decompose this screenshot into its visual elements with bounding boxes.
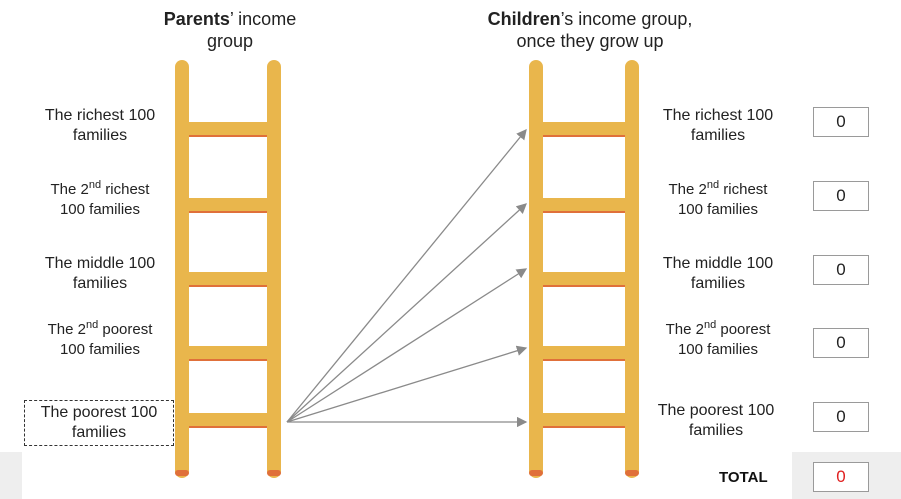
left-ladder-rung-2 (186, 198, 270, 212)
children-heading-line2: once they grow up (516, 31, 664, 51)
right-ladder-rung-4 (540, 346, 628, 360)
parents-ladder (175, 60, 281, 478)
value-input-poorest[interactable]: 0 (813, 402, 869, 432)
parents-heading-line2: group (206, 31, 254, 51)
value-input-middle[interactable]: 0 (813, 255, 869, 285)
left-ladder-rail-left (175, 60, 189, 478)
parents-heading-bold: Parents (163, 9, 230, 29)
children-heading-rest: ’s income group, (560, 9, 693, 29)
right-ladder-rung-3 (540, 272, 628, 286)
total-bar-left (0, 452, 22, 499)
right-label-richest: The richest 100 families (662, 107, 774, 144)
mobility-arrows (286, 128, 528, 428)
left-label-richest: The richest 100 families (44, 107, 156, 144)
right-ladder-rung-5 (540, 413, 628, 427)
children-heading-bold: Children (487, 9, 561, 29)
selected-parents-group[interactable] (24, 400, 174, 446)
right-ladder-rail-left (529, 60, 543, 478)
left-label-middle: The middle 100 families (44, 255, 156, 292)
left-ladder-rung-4 (186, 346, 270, 360)
right-label-middle: The middle 100 families (662, 255, 774, 292)
left-label-poorest[interactable]: The poorest 100 families (40, 404, 158, 441)
arrow-to-2nd-richest (286, 203, 527, 423)
value-input-2nd-richest[interactable]: 0 (813, 181, 869, 211)
left-ladder-rung-1 (186, 122, 270, 136)
parents-heading-rest: ’ income (229, 9, 297, 29)
left-ladder-rung-5 (186, 413, 270, 427)
left-ladder-rung-3 (186, 272, 270, 286)
arrow-to-richest (286, 128, 527, 423)
left-ladder-rail-right (267, 60, 281, 478)
total-value: 0 (813, 462, 869, 492)
right-ladder-rung-1 (540, 122, 628, 136)
value-input-richest[interactable]: 0 (813, 107, 869, 137)
left-label-2nd-richest: The 2nd richest 100 families (50, 179, 150, 219)
right-label-poorest: The poorest 100 families (657, 402, 775, 439)
value-input-2nd-poorest[interactable]: 0 (813, 328, 869, 358)
arrow-to-middle (286, 268, 528, 423)
right-label-2nd-richest: The 2nd richest 100 families (668, 179, 768, 219)
children-ladder (529, 60, 639, 478)
total-label: TOTAL (719, 469, 768, 486)
parents-heading: Parents’ income group (130, 8, 330, 52)
children-heading: Children’s income group, once they grow … (450, 8, 730, 52)
right-ladder-rail-right (625, 60, 639, 478)
right-label-2nd-poorest: The 2nd poorest 100 families (665, 319, 771, 359)
left-label-2nd-poorest: The 2nd poorest 100 families (47, 319, 153, 359)
arrow-to-2nd-poorest (286, 345, 528, 423)
right-ladder-rung-2 (540, 198, 628, 212)
